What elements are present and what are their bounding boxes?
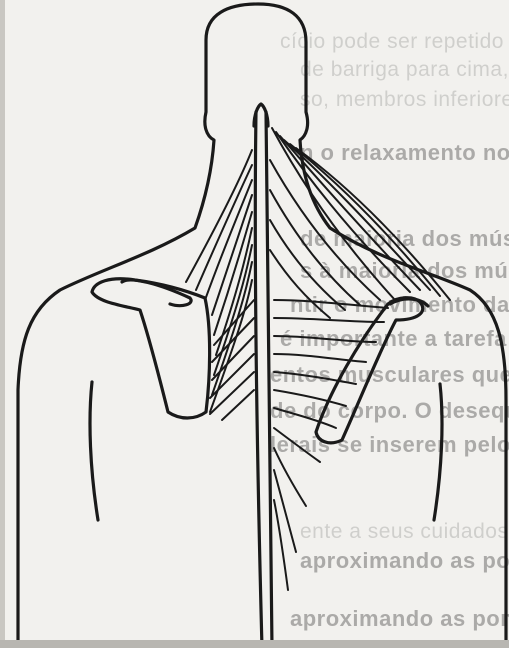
body-outline [18, 4, 506, 648]
right-arm-line [434, 384, 442, 520]
spine-left [255, 112, 262, 648]
scan-edge-left [0, 0, 5, 648]
left-scapula-spine [122, 280, 191, 306]
scan-edge-bottom [0, 640, 509, 648]
left-arm-line [90, 382, 98, 520]
muscle-fibres [186, 128, 450, 590]
